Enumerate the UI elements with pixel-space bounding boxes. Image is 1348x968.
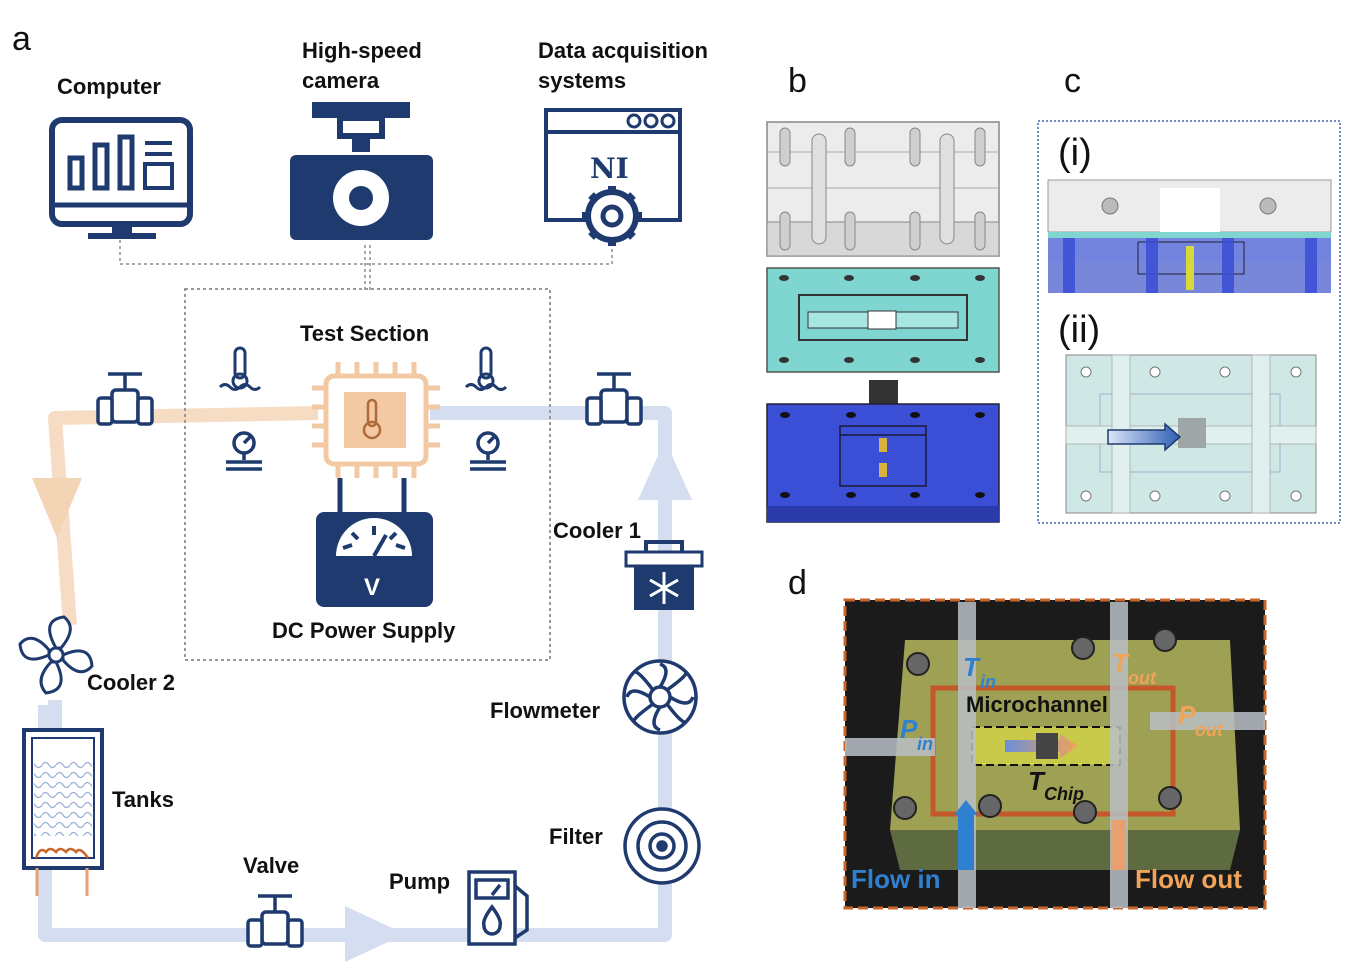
cooler1-snowflake-icon [624, 540, 704, 610]
dc-power-label: DC Power Supply [272, 618, 456, 643]
pressure-gauge-icon-right [470, 431, 506, 471]
pump-icon [467, 870, 529, 946]
p-out-subscript: out [1195, 720, 1224, 740]
device-photo: Microchannel T in T out P in P out T Chi… [843, 598, 1267, 910]
thermometer-icon-left [218, 346, 262, 391]
flow-arrow-cold-up [638, 440, 692, 500]
cooler2-fan-icon [18, 615, 94, 695]
flow-arrow-hot [32, 478, 82, 538]
p-in-label: P [900, 714, 918, 744]
blue-heater-base [766, 380, 1000, 523]
t-chip-subscript: Chip [1044, 784, 1084, 804]
cross-section-view [1047, 179, 1332, 293]
daq-label-line1: Data acquisition [538, 38, 708, 63]
filter-icon [623, 807, 701, 885]
voltmeter-symbol: V [364, 574, 380, 601]
pressure-gauge-icon-left [226, 431, 262, 471]
teal-chip-plate [766, 267, 1000, 373]
t-out-label: T [1112, 648, 1130, 678]
t-out-subscript: out [1128, 668, 1157, 688]
valve-label: Valve [243, 853, 299, 878]
t-in-label: T [963, 652, 981, 682]
flowmeter-label: Flowmeter [490, 698, 600, 723]
flow-in-label: Flow in [851, 864, 941, 894]
t-in-subscript: in [980, 672, 996, 692]
clear-top-plate [766, 121, 1000, 257]
microchannel-label: Microchannel [966, 692, 1108, 717]
panel-label-d: d [788, 564, 807, 602]
panel-label-a: a [12, 20, 31, 58]
cooler2-label: Cooler 2 [87, 670, 175, 695]
computer-label: Computer [57, 74, 161, 99]
valve-icon-right [585, 372, 643, 426]
test-section-label: Test Section [300, 321, 429, 346]
daq-label-line2: systems [538, 68, 626, 93]
signal-lines [119, 240, 613, 290]
thermometer-icon-right [464, 346, 508, 391]
ni-logo-text: NI [590, 152, 629, 185]
valve-icon-left [96, 372, 154, 426]
panel-label-b: b [788, 62, 807, 100]
tanks-label: Tanks [112, 787, 174, 812]
camera-icon [290, 102, 433, 240]
computer-icon [49, 117, 193, 239]
valve-icon-bottom [246, 894, 304, 948]
camera-label-line2: camera [302, 68, 380, 93]
tank-icon [22, 728, 104, 896]
panel-label-c: c [1064, 62, 1081, 100]
top-view-plate [1065, 354, 1317, 514]
chip-icon [312, 362, 440, 478]
filter-label: Filter [549, 824, 603, 849]
test-section-box [184, 288, 551, 661]
p-in-subscript: in [917, 734, 933, 754]
t-chip-label: T [1028, 766, 1046, 796]
camera-label-line1: High-speed [302, 38, 422, 63]
flow-out-label: Flow out [1135, 864, 1242, 894]
cooler1-label: Cooler 1 [553, 518, 641, 543]
daq-window-icon: NI [544, 108, 682, 246]
dc-power-supply-icon: V [316, 478, 433, 607]
p-out-label: P [1178, 700, 1196, 730]
flowmeter-icon [622, 659, 698, 735]
sub-label-ii: (ii) [1058, 309, 1100, 351]
flow-arrow-cold-right [345, 906, 405, 962]
pump-label: Pump [389, 869, 450, 894]
sub-label-i: (i) [1058, 132, 1092, 174]
